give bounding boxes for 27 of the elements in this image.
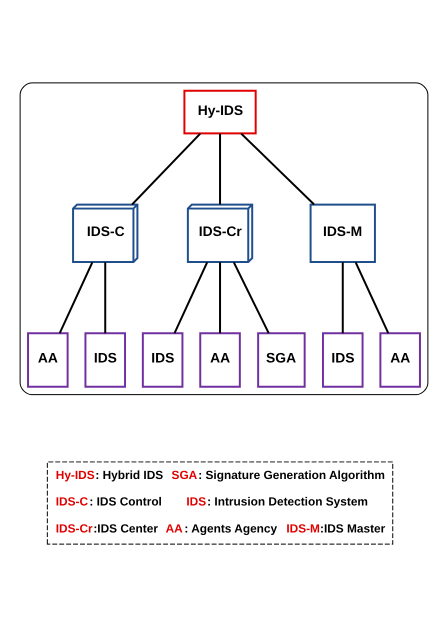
node-box: IDS [84, 332, 126, 388]
node-box: Hy-IDS [183, 90, 257, 134]
cluster [20, 82, 428, 396]
connector [354, 262, 390, 334]
label: IDS-M:IDS Master [286, 521, 386, 536]
connector [342, 262, 344, 334]
connector [219, 134, 222, 204]
label: IDS-Cr:IDS Center [56, 521, 158, 536]
connector [219, 262, 222, 334]
connector [240, 132, 315, 206]
node-box: IDS [142, 332, 184, 388]
label: IDS: Intrusion Detection System [186, 494, 368, 509]
node-box: AA [199, 332, 241, 388]
connector [131, 132, 202, 206]
label: AA: Agents Agency [166, 521, 278, 536]
label: SGA: Signature Generation Algorithm [172, 468, 385, 482]
node-box: AA [27, 332, 69, 388]
label: Hy-IDS: Hybrid IDS [56, 468, 164, 482]
node-box: SGA [257, 332, 306, 388]
node-box: AA [379, 332, 421, 388]
label: IDS-C: IDS Control [56, 494, 162, 509]
node-box: IDS [322, 332, 364, 388]
connector [232, 262, 270, 334]
connector [104, 262, 106, 334]
connector [174, 262, 208, 334]
node-box: IDS-M [310, 204, 376, 263]
connector [58, 262, 94, 334]
